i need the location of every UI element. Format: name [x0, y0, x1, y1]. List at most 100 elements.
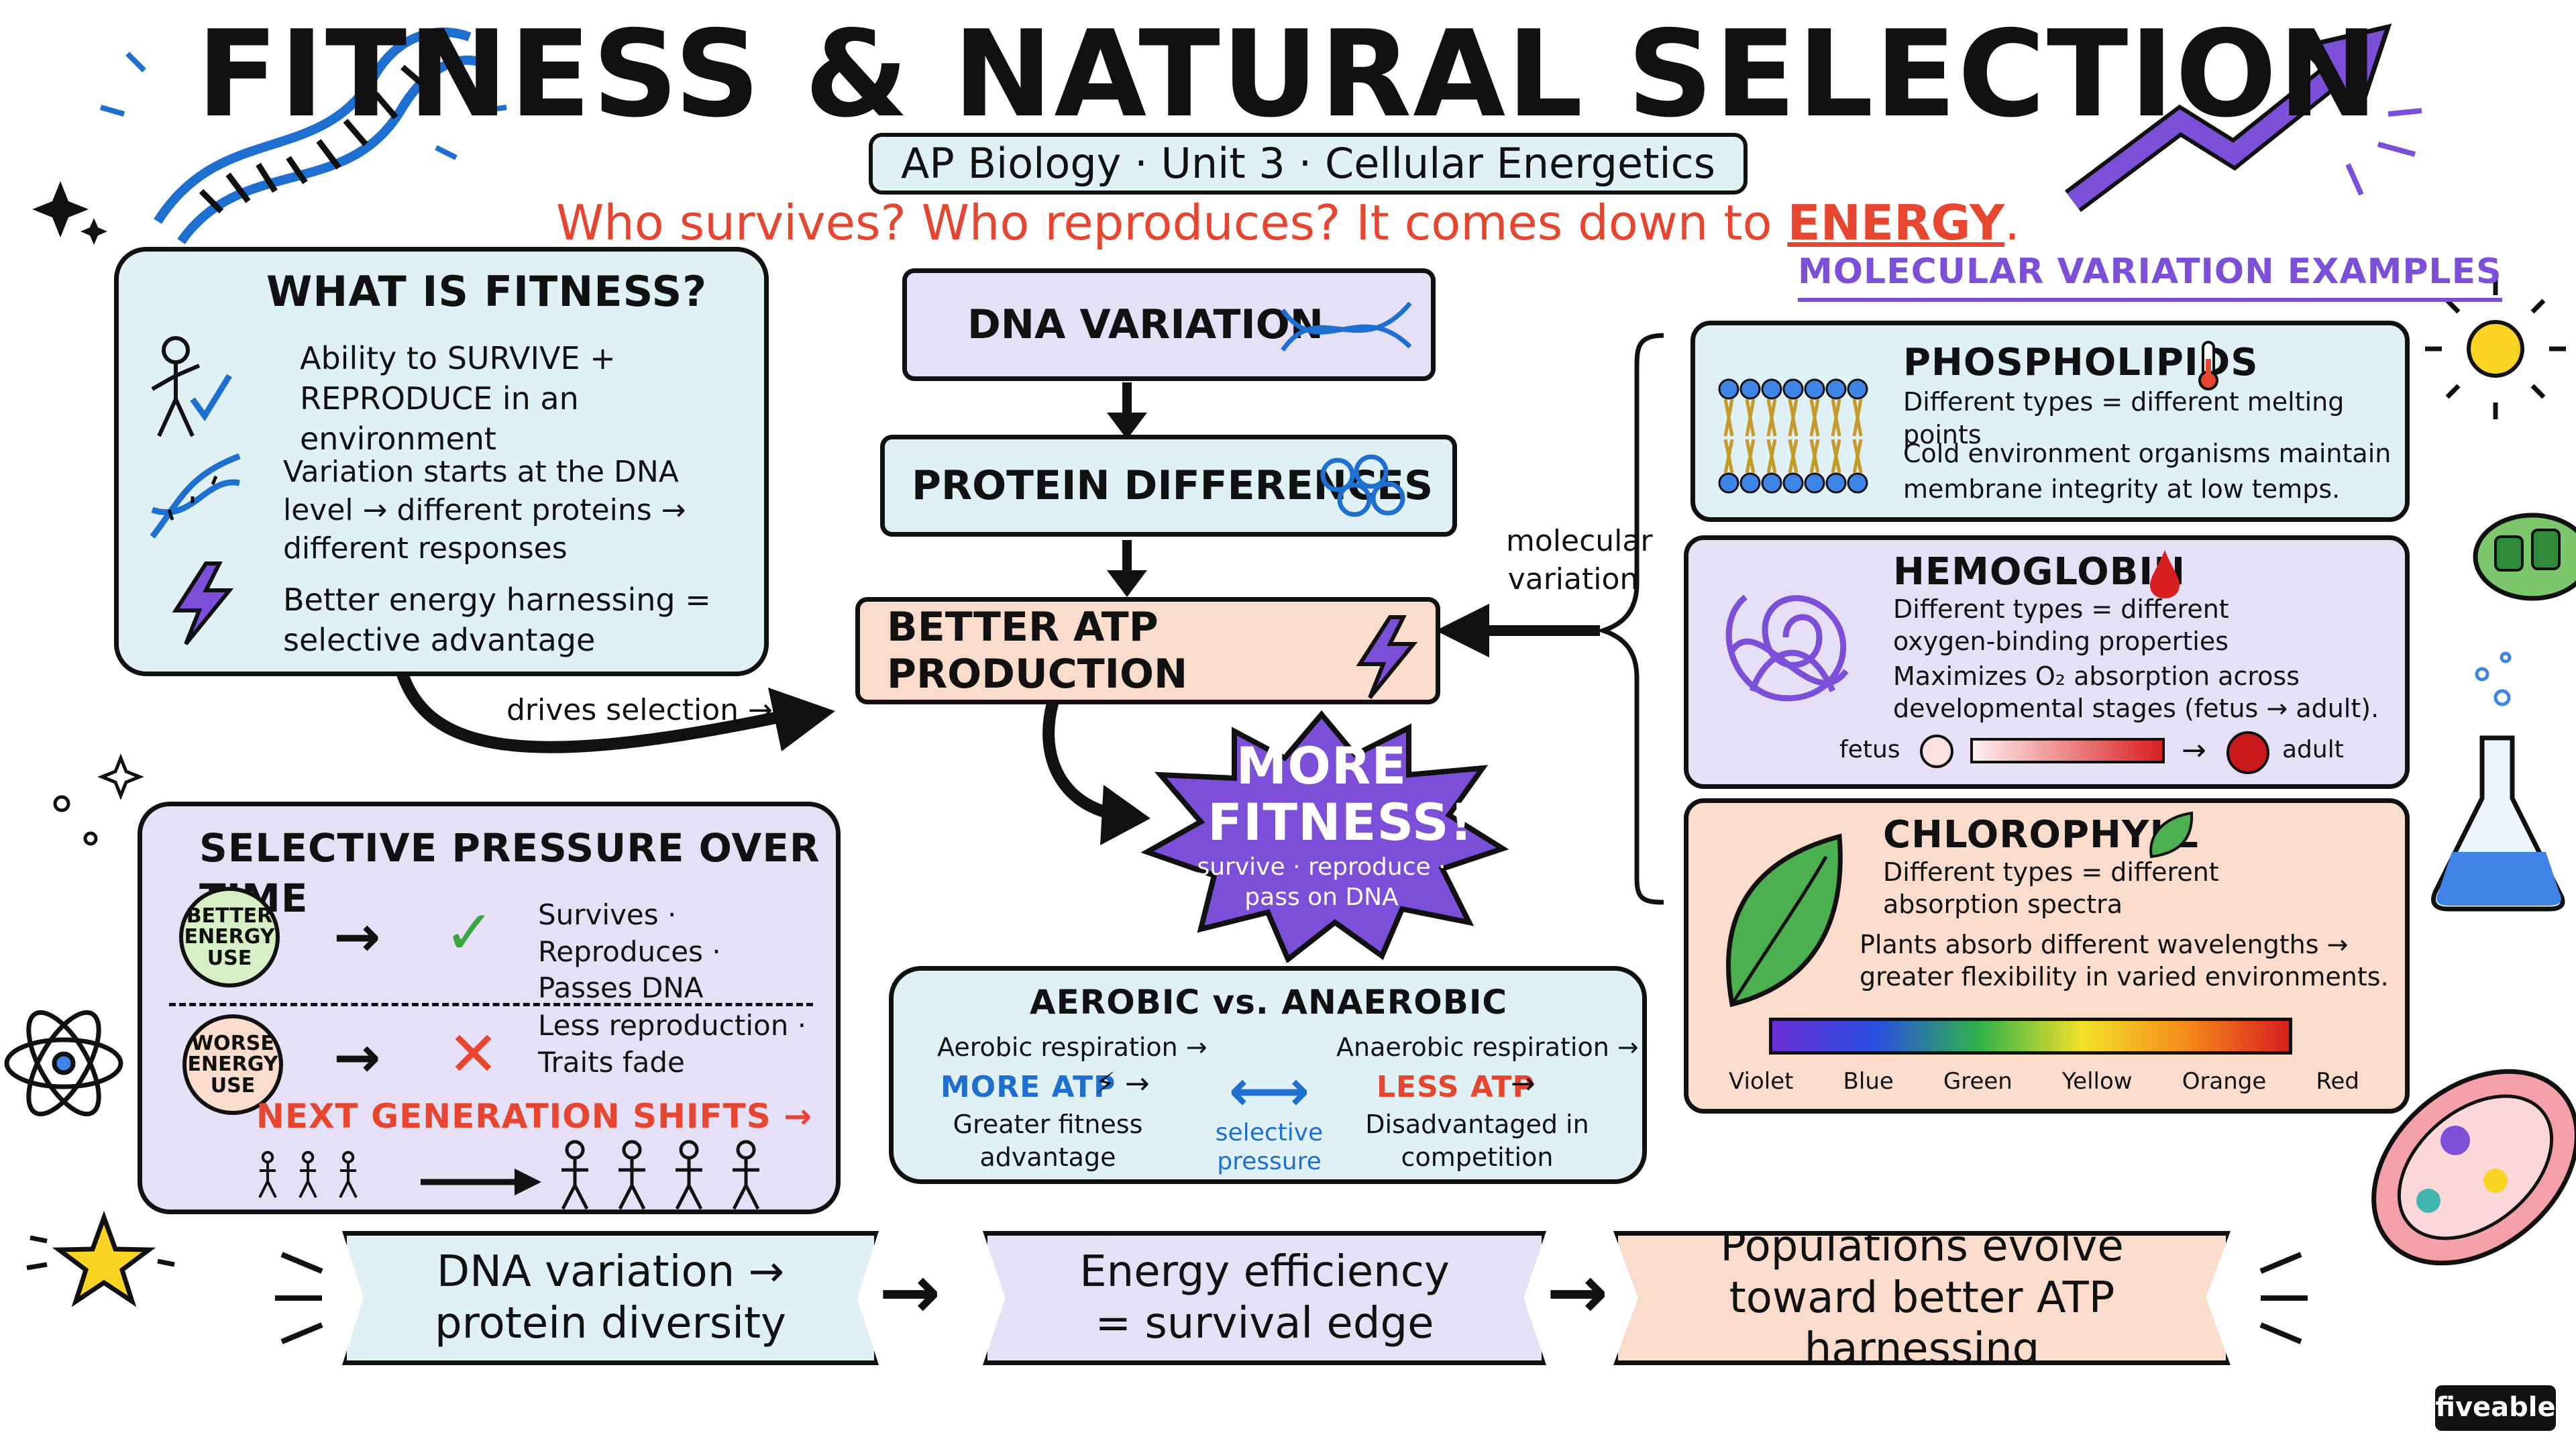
tagline-suffix: . — [2004, 195, 2021, 251]
chlorophyll-title: CHLOROPHYLL — [1883, 813, 2199, 857]
thermometer-icon — [2198, 341, 2218, 390]
fiveable-logo: fiveable — [2435, 1385, 2556, 1431]
lightning-icon — [172, 561, 234, 645]
fetus-dot — [1920, 735, 1953, 768]
chlorophyll-line2: Plants absorb different wavelengths → gr… — [1860, 930, 2389, 991]
more-fitness-burst — [1140, 710, 1509, 963]
selective-pressure-card: SELECTIVE PRESSURE OVER TIME BETTER ENER… — [138, 802, 841, 1214]
phospholipids-line1: Different types = different melting poin… — [1903, 387, 2345, 450]
banner-energy-efficiency: Energy efficiency = survival edge — [983, 1231, 1546, 1365]
phospholipids-card: PHOSPHOLIPIDS Different types = differen… — [1690, 321, 2410, 522]
absorption-spectrum-bar — [1769, 1018, 2292, 1055]
worse-energy-chip: WORSE ENERGY USE — [182, 1014, 283, 1115]
fitness-heading: WHAT IS FITNESS? — [266, 267, 708, 316]
better-atp-box: BETTER ATP PRODUCTION — [855, 597, 1440, 704]
phospholipids-line2: Cold environment organisms maintain memb… — [1903, 439, 2392, 504]
tagline: Who survives? Who reproduces? It comes d… — [0, 195, 2576, 251]
drives-selection-label: drives selection → — [506, 693, 773, 727]
molecular-variation-label: molecular variation — [1506, 524, 1653, 597]
hemoglobin-line1: Different types = different oxygen-bindi… — [1893, 594, 2229, 656]
population-shift-icon — [258, 1140, 760, 1210]
banner-text: Energy efficiency = survival edge — [1079, 1247, 1450, 1348]
aerobic-card: AEROBIC vs. ANAEROBIC Aerobic respiratio… — [889, 966, 1647, 1184]
examples-heading: MOLECULAR VARIATION EXAMPLES — [1798, 250, 2502, 302]
stick-figure-check-icon — [151, 336, 232, 437]
small-leaf-icon — [2149, 811, 2194, 859]
less-atp-arrow: → — [1511, 1067, 1536, 1101]
more-fitness-subtitle: survive · reproduce · pass on DNA — [1197, 853, 1446, 911]
worse-result: Less reproduction · Traits fade — [538, 1009, 807, 1079]
better-energy-chip: BETTER ENERGY USE — [179, 887, 280, 987]
banner-text: DNA variation → protein diversity — [435, 1247, 786, 1348]
dna-icon — [1281, 301, 1412, 352]
down-arrow-2 — [1107, 540, 1147, 597]
blood-drop-icon — [2150, 550, 2180, 598]
protein-icon — [1320, 454, 1405, 517]
tagline-prefix: Who survives? Who reproduces? It comes d… — [555, 195, 1788, 251]
better-atp-label: BETTER ATP PRODUCTION — [887, 604, 1188, 698]
more-atp-arrow: ⚡ → — [1095, 1067, 1150, 1101]
fitness-card: WHAT IS FITNESS? Ability to SURVIVE + RE… — [114, 247, 769, 676]
dna-variation-label: DNA VARIATION — [967, 301, 1324, 348]
gradient-arrow: → — [2182, 733, 2206, 767]
spectrum-label: Violet — [1729, 1068, 1794, 1095]
more-atp-label: MORE ATP — [941, 1070, 1116, 1104]
aerobic-heading: AEROBIC vs. ANAEROBIC — [1029, 983, 1508, 1022]
selective-pressure-label: selective pressure — [1215, 1119, 1324, 1176]
chlorophyll-line1: Different types = different absorption s… — [1883, 857, 2219, 919]
anaerobic-line: Anaerobic respiration → — [1336, 1032, 1639, 1062]
oxygen-gradient-bar — [1970, 738, 2165, 763]
atom-icon — [4, 1010, 123, 1117]
better-arrow: → — [333, 904, 381, 969]
dna-helix-icon — [99, 27, 507, 244]
divider-line — [169, 1003, 813, 1006]
selective-pressure-arrow: ⟷ — [1228, 1058, 1310, 1124]
flask-icon — [2431, 651, 2565, 912]
spectrum-label: Red — [2316, 1068, 2359, 1095]
aerobic-line: Aerobic respiration → — [937, 1032, 1208, 1062]
down-arrow-1 — [1107, 382, 1147, 439]
atp-to-fitness-arrow — [1042, 701, 1150, 845]
spectrum-labels: Violet Blue Green Yellow Orange Red — [1729, 1068, 2359, 1095]
hemoglobin-title: HEMOGLOBIN — [1893, 550, 2186, 594]
hemoglobin-fetus-label: fetus — [1839, 736, 1900, 763]
spectrum-label: Yellow — [2061, 1068, 2133, 1095]
chloroplast-icon — [2473, 513, 2576, 601]
fitness-item-3: Better energy harnessing = selective adv… — [283, 582, 711, 658]
tagline-highlight: ENERGY — [1787, 195, 2005, 251]
star-icon — [26, 1210, 175, 1307]
sun-icon — [2425, 278, 2566, 419]
drives-selection-arrow — [396, 672, 835, 753]
adult-dot — [2226, 731, 2269, 774]
spectrum-label: Green — [1943, 1068, 2012, 1095]
anaerobic-result: Disadvantaged in competition — [1365, 1110, 1589, 1173]
phospholipid-bilayer-icon — [1718, 378, 1868, 494]
sparkle-icon — [32, 181, 144, 800]
dna-icon — [150, 453, 241, 539]
banner-sparkle-right — [2259, 1252, 2308, 1344]
spectrum-label: Blue — [1843, 1068, 1894, 1095]
phospholipids-title: PHOSPHOLIPIDS — [1903, 341, 2259, 384]
subtitle-badge: AP Biology · Unit 3 · Cellular Energetic… — [869, 133, 1748, 195]
variation-bracket — [1436, 333, 1664, 905]
pressure-heading: SELECTIVE PRESSURE OVER TIME — [199, 825, 820, 921]
spectrum-label: Orange — [2182, 1068, 2267, 1095]
hemoglobin-card: HEMOGLOBIN Different types = different o… — [1684, 535, 2410, 789]
leaf-icon — [1726, 833, 1843, 1008]
less-atp-label: LESS ATP — [1377, 1070, 1535, 1104]
mitochondrion-icon — [2371, 1069, 2576, 1266]
fitness-item-2: Variation starts at the DNA level → diff… — [283, 455, 686, 566]
check-icon: ✓ — [444, 898, 495, 968]
better-result: Survives · Reproduces · Passes DNA — [538, 898, 721, 1005]
fitness-item-1: Ability to SURVIVE + REPRODUCE in an env… — [300, 340, 616, 457]
logo-text: fiveable — [2435, 1392, 2556, 1423]
banner-text: Populations evolve toward better ATP har… — [1720, 1221, 2124, 1375]
next-generation-label: NEXT GENERATION SHIFTS → — [256, 1097, 813, 1136]
lightning-icon — [1356, 615, 1418, 699]
protein-differences-box: PROTEIN DIFFERENCES — [880, 435, 1457, 537]
page-title: FITNESS & NATURAL SELECTION — [197, 5, 2379, 144]
hemoglobin-line2: Maximizes O₂ absorption across developme… — [1893, 661, 2379, 723]
aerobic-result: Greater fitness advantage — [953, 1110, 1143, 1173]
banner-sparkle-left — [275, 1252, 323, 1344]
banner-dna-diversity: DNA variation → protein diversity — [342, 1231, 879, 1365]
